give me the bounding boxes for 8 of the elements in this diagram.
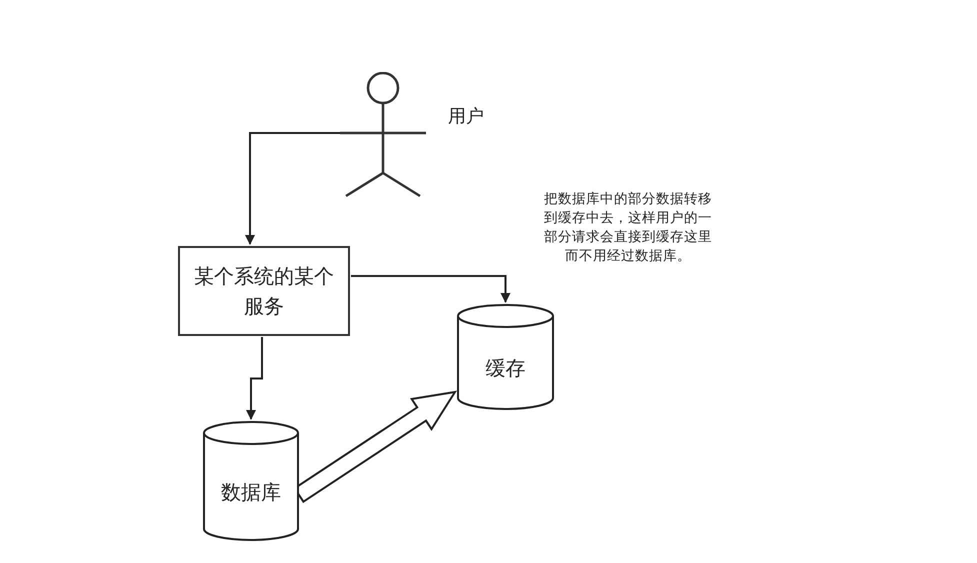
- process-box: 某个系统的某个服务: [178, 246, 350, 336]
- database-cylinder: 数据库: [203, 421, 299, 541]
- cache-cylinder: 缓存: [457, 304, 554, 410]
- arrow: [246, 337, 263, 420]
- arrow: [351, 275, 510, 303]
- note-text: 把数据库中的部分数据转移到缓存中去，这样用户的一部分请求会直接到缓存这里而不用经过数据库。: [543, 190, 713, 266]
- arrow: [245, 132, 340, 245]
- actor-label: 用户: [448, 105, 484, 128]
